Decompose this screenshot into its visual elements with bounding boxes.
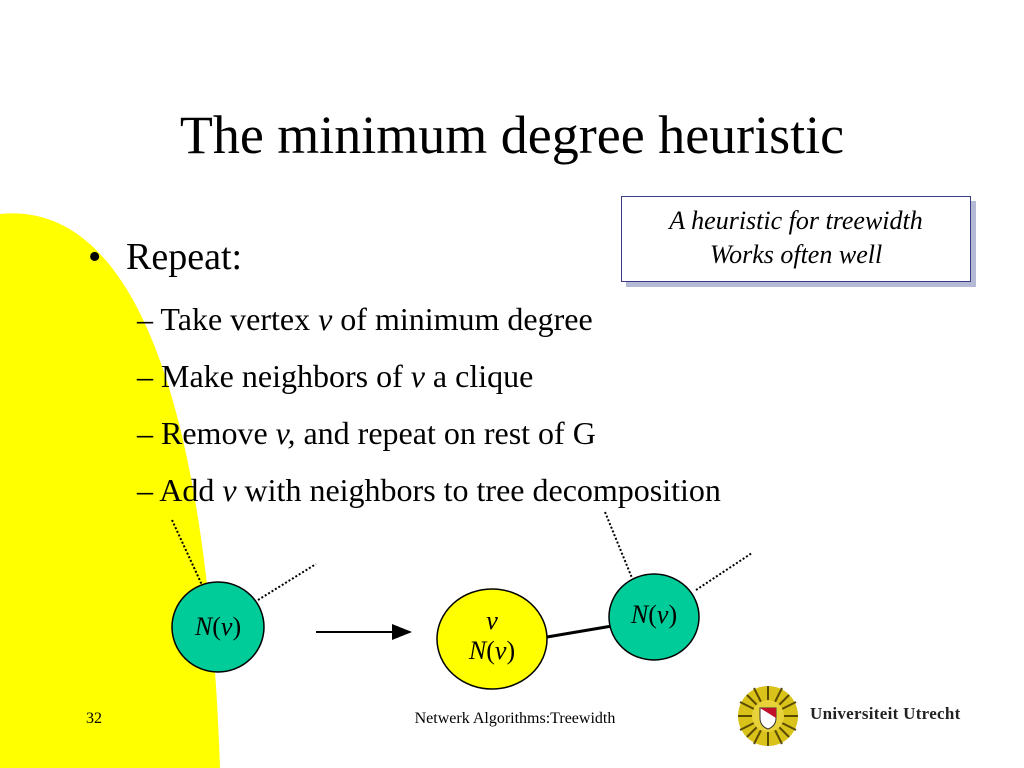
sub-item-text-after: with neighbors to tree decomposition bbox=[236, 472, 721, 508]
left-node bbox=[171, 581, 265, 673]
sub-item-dash: – bbox=[137, 472, 153, 508]
sub-item-dash: – bbox=[137, 415, 153, 451]
bullet-symbol: • bbox=[88, 236, 102, 278]
right-node-label: N(v) bbox=[630, 600, 678, 629]
sub-item-dash: – bbox=[137, 301, 153, 337]
left-node-label: N(v) bbox=[194, 612, 242, 641]
tree-edge bbox=[546, 624, 613, 639]
sub-item-dash: – bbox=[137, 358, 153, 394]
university-seal-icon bbox=[738, 686, 798, 746]
slide-number: 32 bbox=[86, 710, 102, 727]
sub-item-text-after: a clique bbox=[424, 358, 534, 394]
sub-item-variable: v bbox=[318, 301, 333, 337]
bullet-text: Repeat: bbox=[126, 236, 243, 278]
bullet-repeat: • Repeat: bbox=[88, 232, 242, 282]
dotted-edge bbox=[695, 552, 753, 591]
sub-item-text-before: Take vertex bbox=[160, 301, 319, 337]
sub-item-text-after: and repeat on rest of G bbox=[295, 415, 596, 451]
sub-item-variable: v bbox=[222, 472, 237, 508]
callout-line-2: Works often well bbox=[709, 240, 883, 269]
yellow-decorative-shape bbox=[0, 213, 220, 768]
sub-item-text-before: Make neighbors of bbox=[161, 358, 411, 394]
sub-item-text-after: of minimum degree bbox=[332, 301, 593, 337]
middle-node bbox=[436, 588, 548, 690]
footer-course-title: Netwerk Algorithms:Treewidth bbox=[414, 710, 616, 727]
callout-line-1: A heuristic for treewidth bbox=[669, 206, 923, 235]
sub-item-text-before: Add bbox=[159, 472, 223, 508]
dotted-edge bbox=[171, 519, 203, 586]
dotted-edge bbox=[257, 563, 317, 601]
sub-item-variable: v, bbox=[275, 415, 296, 451]
callout-box: A heuristic for treewidth Works often we… bbox=[621, 196, 971, 282]
sub-item-3: – Remove v, and repeat on rest of G bbox=[137, 413, 596, 453]
right-node bbox=[608, 573, 700, 661]
sub-item-text-before: Remove bbox=[161, 415, 276, 451]
sub-item-4: – Add v with neighbors to tree decomposi… bbox=[137, 470, 721, 510]
middle-node-label: v N(v) bbox=[468, 606, 516, 665]
sub-item-2: – Make neighbors of v a clique bbox=[137, 356, 533, 396]
slide-title: The minimum degree heuristic bbox=[179, 105, 845, 165]
sub-item-1: – Take vertex v of minimum degree bbox=[137, 299, 593, 339]
sub-item-variable: v bbox=[410, 358, 425, 394]
university-name: Universiteit Utrecht bbox=[810, 704, 961, 723]
dotted-edge bbox=[604, 511, 633, 579]
